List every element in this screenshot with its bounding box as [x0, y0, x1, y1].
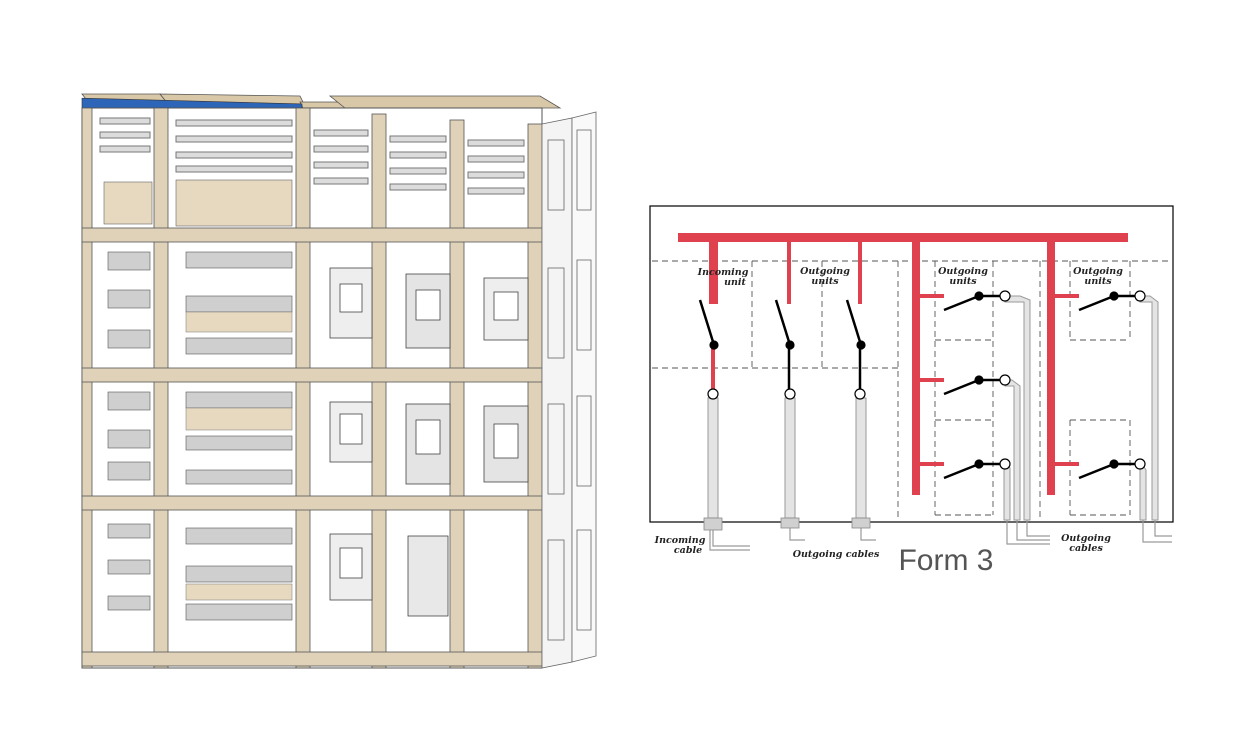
incoming-busbar-drop: [709, 242, 718, 304]
cable-exits: [709, 518, 1172, 551]
switchboard-cabinet-illustration: [81, 93, 597, 669]
label-outgoing-cables-1: Outgoing cables: [793, 549, 880, 560]
cabinet-busbar-supports: [99, 117, 525, 195]
vertical-distribution-busbar-1: [912, 242, 920, 495]
cabinet-side-panels: [541, 111, 597, 669]
cabinet-breaker-units: [329, 267, 529, 617]
cabinet-upper-panels: [103, 179, 293, 227]
label-incoming-cable-line2: cable: [674, 545, 702, 556]
label-outgoing-units-1-line1: Outgoing: [800, 266, 850, 277]
cabinet-lower-panels: [185, 311, 293, 601]
label-incoming-unit-line2: unit: [724, 277, 746, 288]
switch-contacts: [707, 290, 1146, 470]
vertical-distribution-busbar-2: [1047, 242, 1055, 495]
label-incoming-cable-line1: Incoming: [654, 535, 706, 546]
enclosure-frame: [649, 205, 1174, 523]
form-title: Form 3: [898, 544, 993, 577]
cables: [707, 295, 1159, 521]
label-outgoing-units-2-line2: units: [949, 276, 977, 287]
cabinet-vertical-posts: [81, 107, 543, 669]
label-outgoing-cables-2-line2: cables: [1069, 543, 1103, 554]
main-horizontal-busbar: [678, 233, 1128, 242]
compartment-separators: [652, 260, 1171, 520]
busbars: [678, 233, 1128, 495]
incoming-switch-blade: [698, 299, 716, 346]
label-incoming-unit-line1: Incoming: [697, 267, 749, 278]
label-outgoing-units-3-line2: units: [1084, 276, 1112, 287]
cabinet-horizontal-rails: [81, 227, 543, 667]
label-outgoing-units-1-line2: units: [811, 276, 839, 287]
label-outgoing-units-2-line1: Outgoing: [938, 266, 988, 277]
label-outgoing-units-3-line1: Outgoing: [1073, 266, 1123, 277]
diagram-labels: Incoming unit Outgoing units Outgoing un…: [654, 266, 1124, 560]
label-outgoing-cables-2-line1: Outgoing: [1061, 533, 1111, 544]
cable-glands: [703, 517, 871, 531]
cabinet-modular-devices: [107, 251, 293, 621]
